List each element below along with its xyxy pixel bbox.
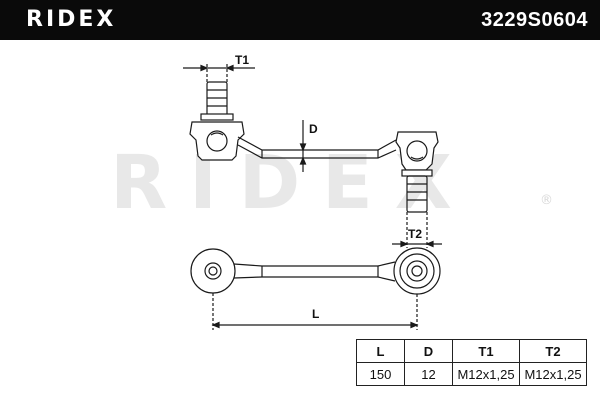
side-view [183, 64, 442, 248]
spec-header-l: L [356, 339, 405, 363]
left-joint-housing [189, 121, 245, 161]
right-joint-housing [395, 131, 439, 171]
spec-value-d: 12 [404, 362, 453, 386]
spec-value-t2: M12x1,25 [519, 362, 587, 386]
spec-table-value-row: 150 12 M12x1,25 M12x1,25 [356, 362, 587, 386]
d-label: D [309, 122, 318, 136]
spec-header-d: D [404, 339, 453, 363]
spec-table-header-row: L D T1 T2 [356, 339, 587, 363]
spec-header-t1: T1 [452, 339, 520, 363]
spec-value-t1: M12x1,25 [452, 362, 520, 386]
stabilizer-bar-top [233, 261, 396, 267]
spec-table: L D T1 T2 150 12 M12x1,25 M12x1,25 [356, 339, 587, 386]
part-number: 3229S0604 [481, 9, 588, 31]
left-stud [206, 81, 228, 117]
spec-value-l: 150 [356, 362, 405, 386]
watermark: RIDEX [110, 140, 474, 226]
header-bar: RIDEX 3229S0604 [0, 0, 600, 40]
brand-logo: RIDEX [26, 7, 117, 32]
right-stud [406, 175, 428, 213]
t1-label: T1 [235, 53, 249, 67]
watermark-registered-mark: ® [540, 193, 553, 208]
l-label: L [312, 307, 319, 321]
spec-header-t2: T2 [519, 339, 587, 363]
left-eye [190, 248, 236, 294]
t2-label: T2 [408, 227, 422, 241]
technical-drawing: RIDEX ® [110, 53, 553, 330]
top-view [190, 247, 441, 330]
right-ball-joint [393, 247, 441, 295]
